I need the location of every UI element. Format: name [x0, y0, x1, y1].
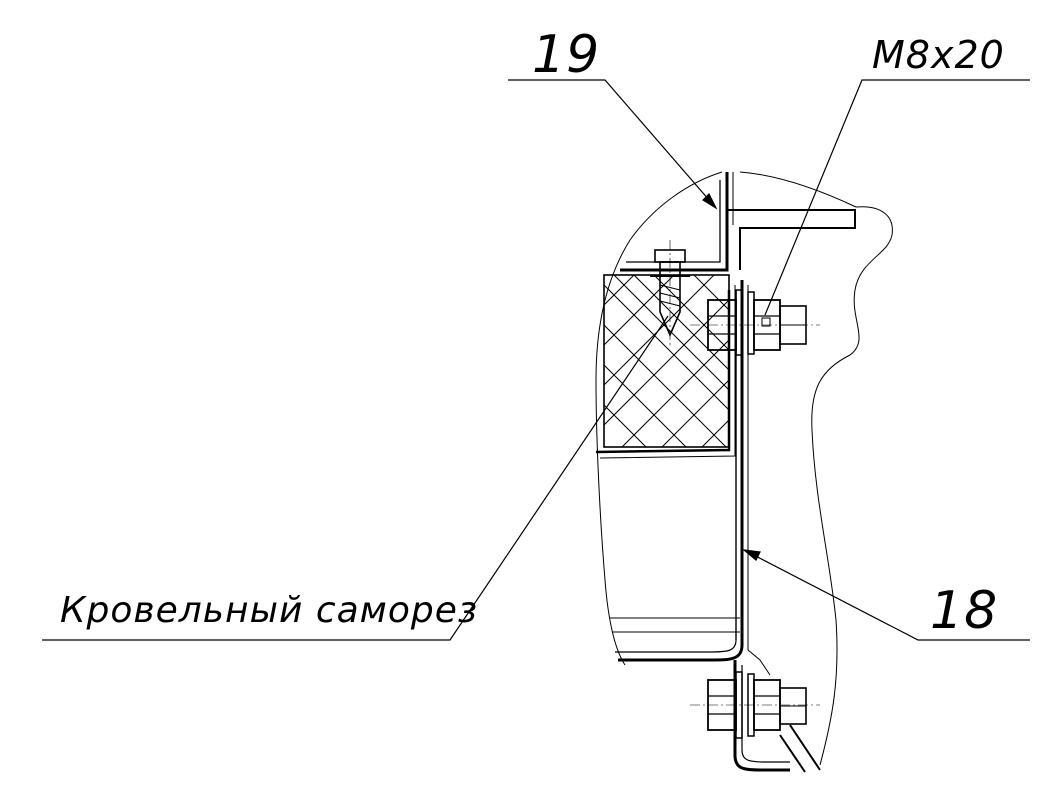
lower-bolt: [690, 671, 821, 773]
inner-profile: [595, 285, 736, 459]
upper-bolt: [690, 289, 820, 356]
insulation-block: [603, 274, 730, 448]
leader-19: [508, 79, 718, 210]
leader-18: [742, 549, 1030, 641]
label-roof-screw: Кровельный саморез: [60, 590, 478, 631]
lower-base-profile: [610, 617, 790, 772]
label-bolt-spec: M8x20: [872, 33, 1005, 77]
breakout-boundary: [595, 171, 893, 766]
label-part-19: 19: [532, 25, 600, 85]
leader-m8x20: [764, 79, 1030, 316]
leader-roof-screw: [42, 315, 669, 641]
roof-screw: [650, 240, 690, 345]
label-part-18: 18: [930, 581, 998, 641]
